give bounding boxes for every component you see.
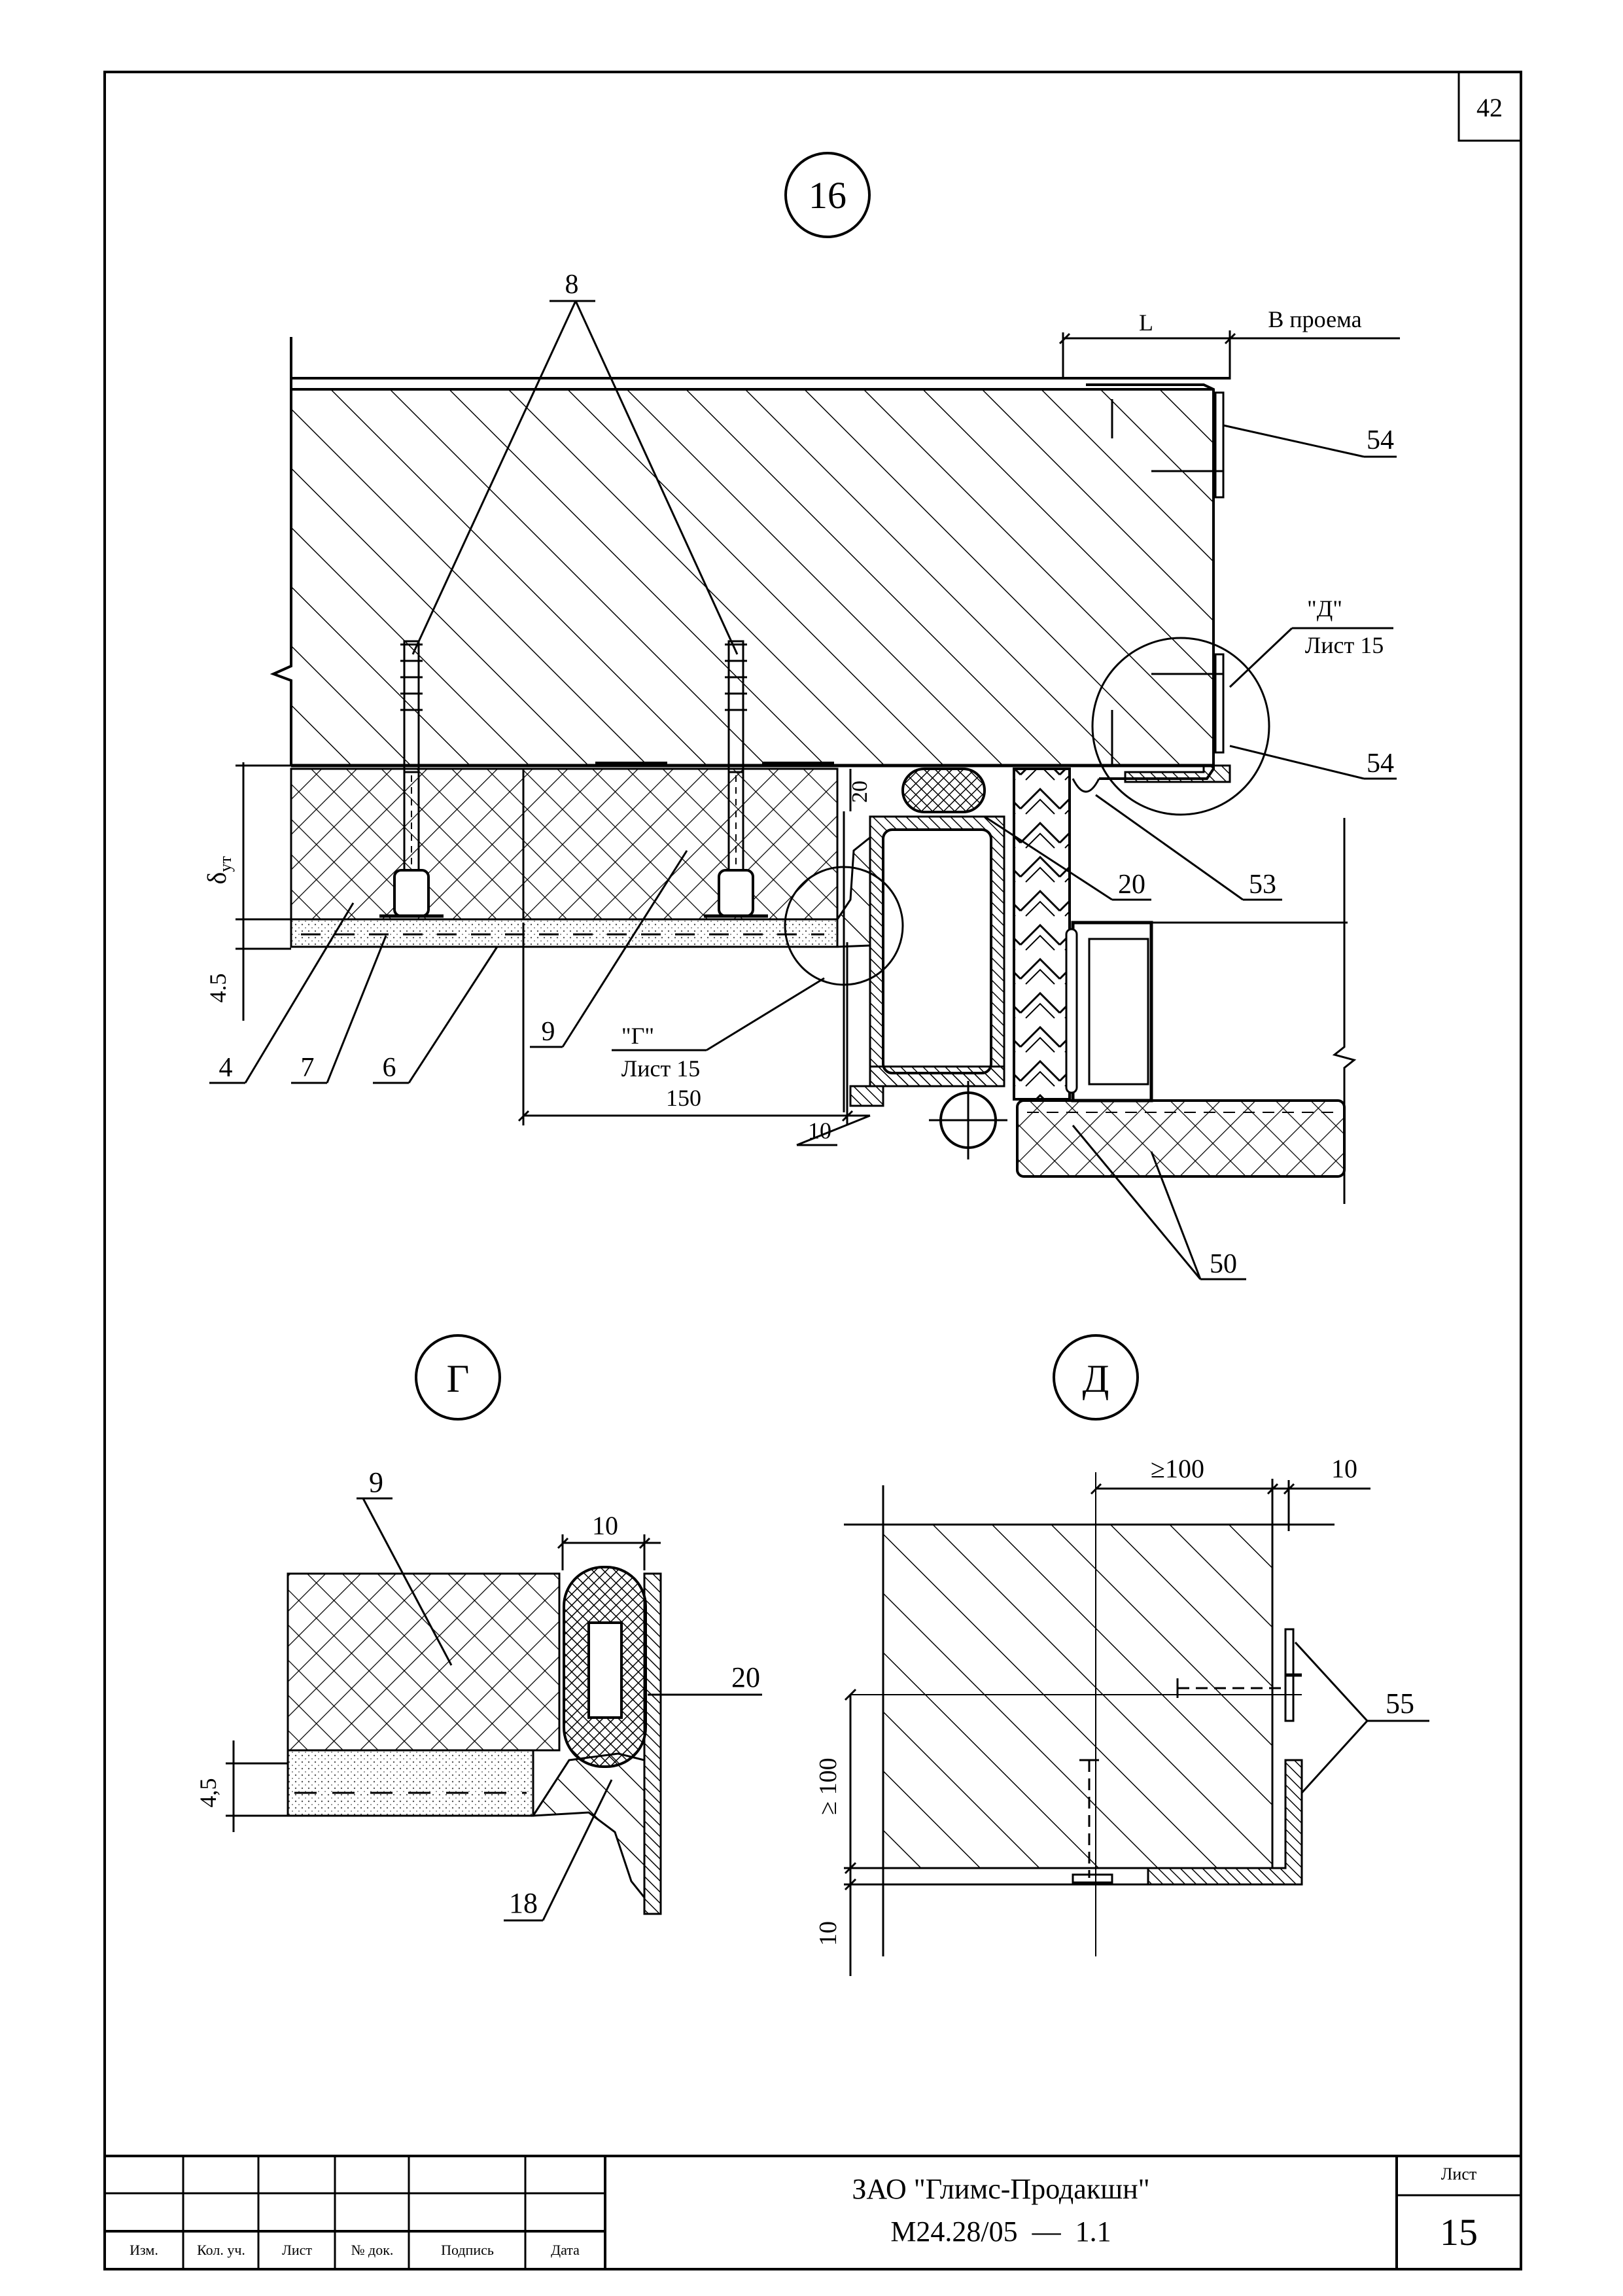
tb-sheet-label: Лист — [1440, 2164, 1477, 2183]
tb-header-data: Дата — [551, 2242, 580, 2258]
dim-20-vertical: 20 — [848, 781, 872, 803]
main-view: 16 — [202, 152, 1400, 1280]
callout-d-title: "Д" — [1307, 595, 1342, 622]
label-54-lower: 54 — [1367, 749, 1394, 779]
wall-hatch — [273, 389, 1213, 766]
anchor-left — [379, 640, 444, 918]
tb-header-doc: № док. — [351, 2242, 394, 2258]
g-label-18: 18 — [509, 1887, 538, 1919]
label-53: 53 — [1249, 870, 1276, 900]
d-dim-100-v: ≥ 100 — [814, 1757, 842, 1814]
adhesive-strip-2 — [762, 762, 834, 767]
view-badge-d-label: Д — [1083, 1357, 1109, 1400]
callout-circle-d — [1091, 637, 1270, 816]
sheet-frame — [103, 71, 1522, 2270]
dim-4-5: 4.5 — [205, 974, 231, 1003]
callout-g-title: "Г" — [621, 1023, 654, 1049]
label-9: 9 — [542, 1017, 555, 1047]
callout-g-sheet: Лист 15 — [621, 1055, 700, 1082]
g-frame-wall — [643, 1572, 662, 1915]
angle-54-hatch — [1124, 764, 1231, 783]
tb-doc-code: М24.28/05 — 1.1 — [890, 2216, 1111, 2248]
tb-header-kol: Кол. уч. — [197, 2242, 245, 2258]
g-insulation — [287, 1572, 561, 1752]
detail-d-view: Д ≥100 10 55 ≥ 100 10 — [814, 1334, 1429, 1976]
label-50: 50 — [1210, 1249, 1237, 1279]
wood-insert — [1013, 768, 1071, 1101]
tb-company: ЗАО "Глимс-Продакшн" — [852, 2173, 1150, 2205]
label-6: 6 — [383, 1053, 396, 1083]
d-dim-10-v: 10 — [814, 1921, 842, 1946]
view-badge-g-label: Г — [447, 1357, 470, 1400]
casement-clip — [1065, 928, 1078, 1094]
g-seal-20-core — [587, 1621, 623, 1719]
g-label-20: 20 — [731, 1661, 760, 1693]
label-20: 20 — [1118, 870, 1145, 900]
detail-g-view: Г 10 9 20 18 4,5 — [195, 1334, 762, 1922]
frame-foot-extension — [849, 1085, 884, 1107]
view-badge-16-label: 16 — [809, 174, 846, 217]
casement-glazing — [1088, 938, 1149, 1086]
corner-number-box — [1457, 71, 1522, 142]
tb-header-list: Лист — [281, 2242, 313, 2258]
dim-delta: δут — [202, 856, 235, 884]
callout-d-sheet: Лист 15 — [1305, 632, 1384, 658]
label-7: 7 — [301, 1053, 315, 1083]
d-angle-55 — [1147, 1759, 1303, 1886]
label-8: 8 — [565, 270, 579, 300]
d-label-55: 55 — [1386, 1687, 1414, 1720]
tb-sheet-number: 15 — [1440, 2211, 1478, 2253]
g-dim-4-5: 4,5 — [195, 1778, 221, 1808]
window-break — [1332, 818, 1357, 1204]
tb-header-podpis: Подпись — [441, 2242, 494, 2258]
anchor-right — [704, 640, 768, 918]
tb-header-izm: Изм. — [130, 2242, 158, 2258]
leader-8-b — [574, 300, 739, 655]
label-54-upper: 54 — [1367, 425, 1394, 455]
dim-L: L — [1139, 309, 1153, 336]
render-return — [836, 835, 871, 948]
dim-150: 150 — [666, 1085, 701, 1111]
view-badge-16 — [784, 152, 871, 238]
frame-profile-inner — [882, 828, 992, 1074]
g-dim-10: 10 — [592, 1511, 618, 1540]
g-render — [287, 1749, 534, 1817]
title-block — [105, 2155, 1521, 2269]
render-layer — [290, 918, 839, 948]
view-badge-g — [415, 1334, 501, 1421]
frame-profile-foot — [869, 1065, 1005, 1087]
g-label-9: 9 — [369, 1466, 383, 1498]
d-dim-10-h: 10 — [1331, 1454, 1357, 1483]
label-v-proema: В проема — [1268, 306, 1361, 332]
insulation-panel-9 — [522, 768, 839, 921]
corner-number: 42 — [1476, 93, 1503, 122]
d-wall-hatch — [883, 1525, 1272, 1868]
wall-break-left — [270, 337, 292, 766]
view-badge-d — [1053, 1334, 1139, 1421]
dim-10-main: 10 — [808, 1118, 831, 1144]
callout-circle-g — [784, 866, 904, 986]
leader-8-a — [411, 300, 577, 655]
label-4: 4 — [219, 1053, 233, 1083]
d-dim-100-h: ≥100 — [1151, 1454, 1204, 1483]
adhesive-strip-1 — [595, 762, 667, 767]
seal-20-top — [901, 768, 986, 813]
